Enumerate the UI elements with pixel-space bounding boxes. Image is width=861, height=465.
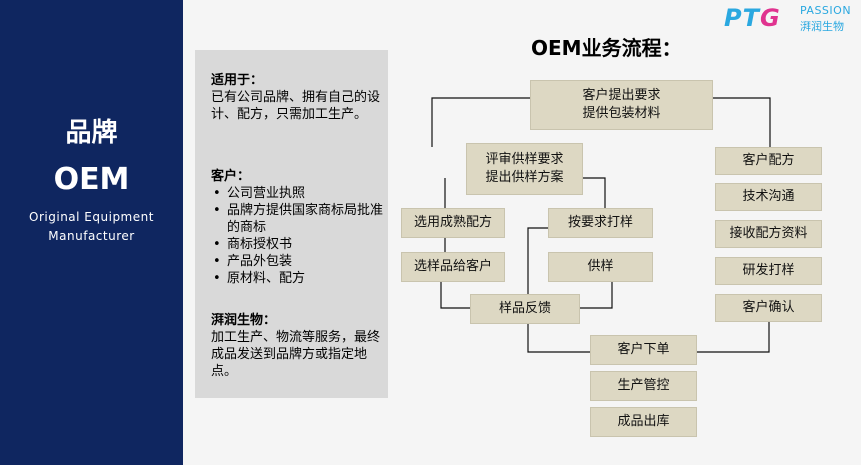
sidebar-panel: 品牌 OEM Original Equipment Manufacturer (0, 0, 183, 465)
step-client-request: 客户提出要求 提供包装材料 (530, 80, 713, 130)
logo-name-cn: 湃润生物 (800, 20, 844, 33)
step-client-confirm: 客户确认 (715, 294, 822, 322)
brand-title-en: OEM (53, 162, 130, 197)
step-label: 选样品给客户 (413, 259, 492, 274)
step-supply-sample: 供样 (548, 252, 653, 282)
applicable-heading: 适用于： (211, 73, 264, 88)
step-label: 客户提出要求 提供包装材料 (582, 88, 661, 121)
section-client: 客户： 公司营业执照 品牌方提供国家商标局批准的商标 商标授权书 产品外包装 原… (211, 168, 383, 287)
step-label: 样品反馈 (498, 301, 551, 316)
step-label: 评审供样要求 提出供样方案 (485, 152, 564, 185)
step-label: 成品出库 (617, 414, 670, 429)
step-select-sample: 选样品给客户 (401, 252, 505, 282)
list-item: 商标授权书 (211, 236, 383, 253)
applicable-text: 已有公司品牌、拥有自己的设计、配方，只需加工生产。 (211, 90, 381, 122)
list-item: 公司营业执照 (211, 185, 383, 202)
connector-line (431, 97, 530, 147)
list-item: 品牌方提供国家商标局批准的商标 (211, 202, 383, 236)
step-receive-formula: 接收配方资料 (715, 220, 822, 248)
step-product-shipment: 成品出库 (590, 407, 697, 437)
passion-text: 加工生产、物流等服务，最终成品发送到品牌方或指定地点。 (211, 330, 381, 379)
step-label: 选用成熟配方 (413, 215, 492, 230)
step-tech-communication: 技术沟通 (715, 183, 822, 211)
flow-title: OEM业务流程： (531, 36, 682, 60)
logo-name-en: PASSION (800, 4, 852, 17)
step-label: 客户配方 (742, 153, 795, 168)
subtitle-text: Original Equipment Manufacturer (29, 210, 154, 243)
step-review-sample: 评审供样要求 提出供样方案 (466, 143, 583, 195)
client-heading: 客户： (211, 169, 251, 184)
step-make-sample: 按要求打样 (548, 208, 653, 238)
step-label: 按要求打样 (567, 215, 633, 230)
list-item: 产品外包装 (211, 253, 383, 270)
step-label: 客户确认 (742, 300, 795, 315)
passion-heading: 湃润生物： (211, 313, 277, 328)
step-label: 客户下单 (617, 342, 670, 357)
step-label: 研发打样 (742, 263, 795, 278)
step-client-order: 客户下单 (590, 335, 697, 365)
connector-line (713, 97, 771, 147)
client-list: 公司营业执照 品牌方提供国家商标局批准的商标 商标授权书 产品外包装 原材料、配… (211, 185, 383, 287)
logo-mark: PTG (724, 4, 781, 32)
step-production-control: 生产管控 (590, 371, 697, 401)
section-passion: 湃润生物： 加工生产、物流等服务，最终成品发送到品牌方或指定地点。 (211, 312, 383, 380)
list-item: 原材料、配方 (211, 270, 383, 287)
step-label: 接收配方资料 (729, 226, 808, 241)
step-mature-formula: 选用成熟配方 (401, 208, 505, 238)
step-label: 供样 (587, 259, 614, 274)
brand-title-cn: 品牌 (65, 118, 118, 148)
connector-line (527, 227, 590, 353)
connector-line (580, 280, 613, 309)
step-sample-feedback: 样品反馈 (470, 294, 580, 324)
connector-line (697, 322, 770, 353)
step-client-formula: 客户配方 (715, 147, 822, 175)
brand-subtitle: Original Equipment Manufacturer (0, 208, 183, 246)
connector-line (440, 280, 470, 309)
step-label: 技术沟通 (742, 189, 795, 204)
section-applicable: 适用于： 已有公司品牌、拥有自己的设计、配方，只需加工生产。 (211, 72, 383, 123)
step-rd-sample: 研发打样 (715, 257, 822, 285)
step-label: 生产管控 (617, 378, 670, 393)
connector-line (583, 177, 606, 208)
info-card: 适用于： 已有公司品牌、拥有自己的设计、配方，只需加工生产。 客户： 公司营业执… (195, 50, 388, 398)
